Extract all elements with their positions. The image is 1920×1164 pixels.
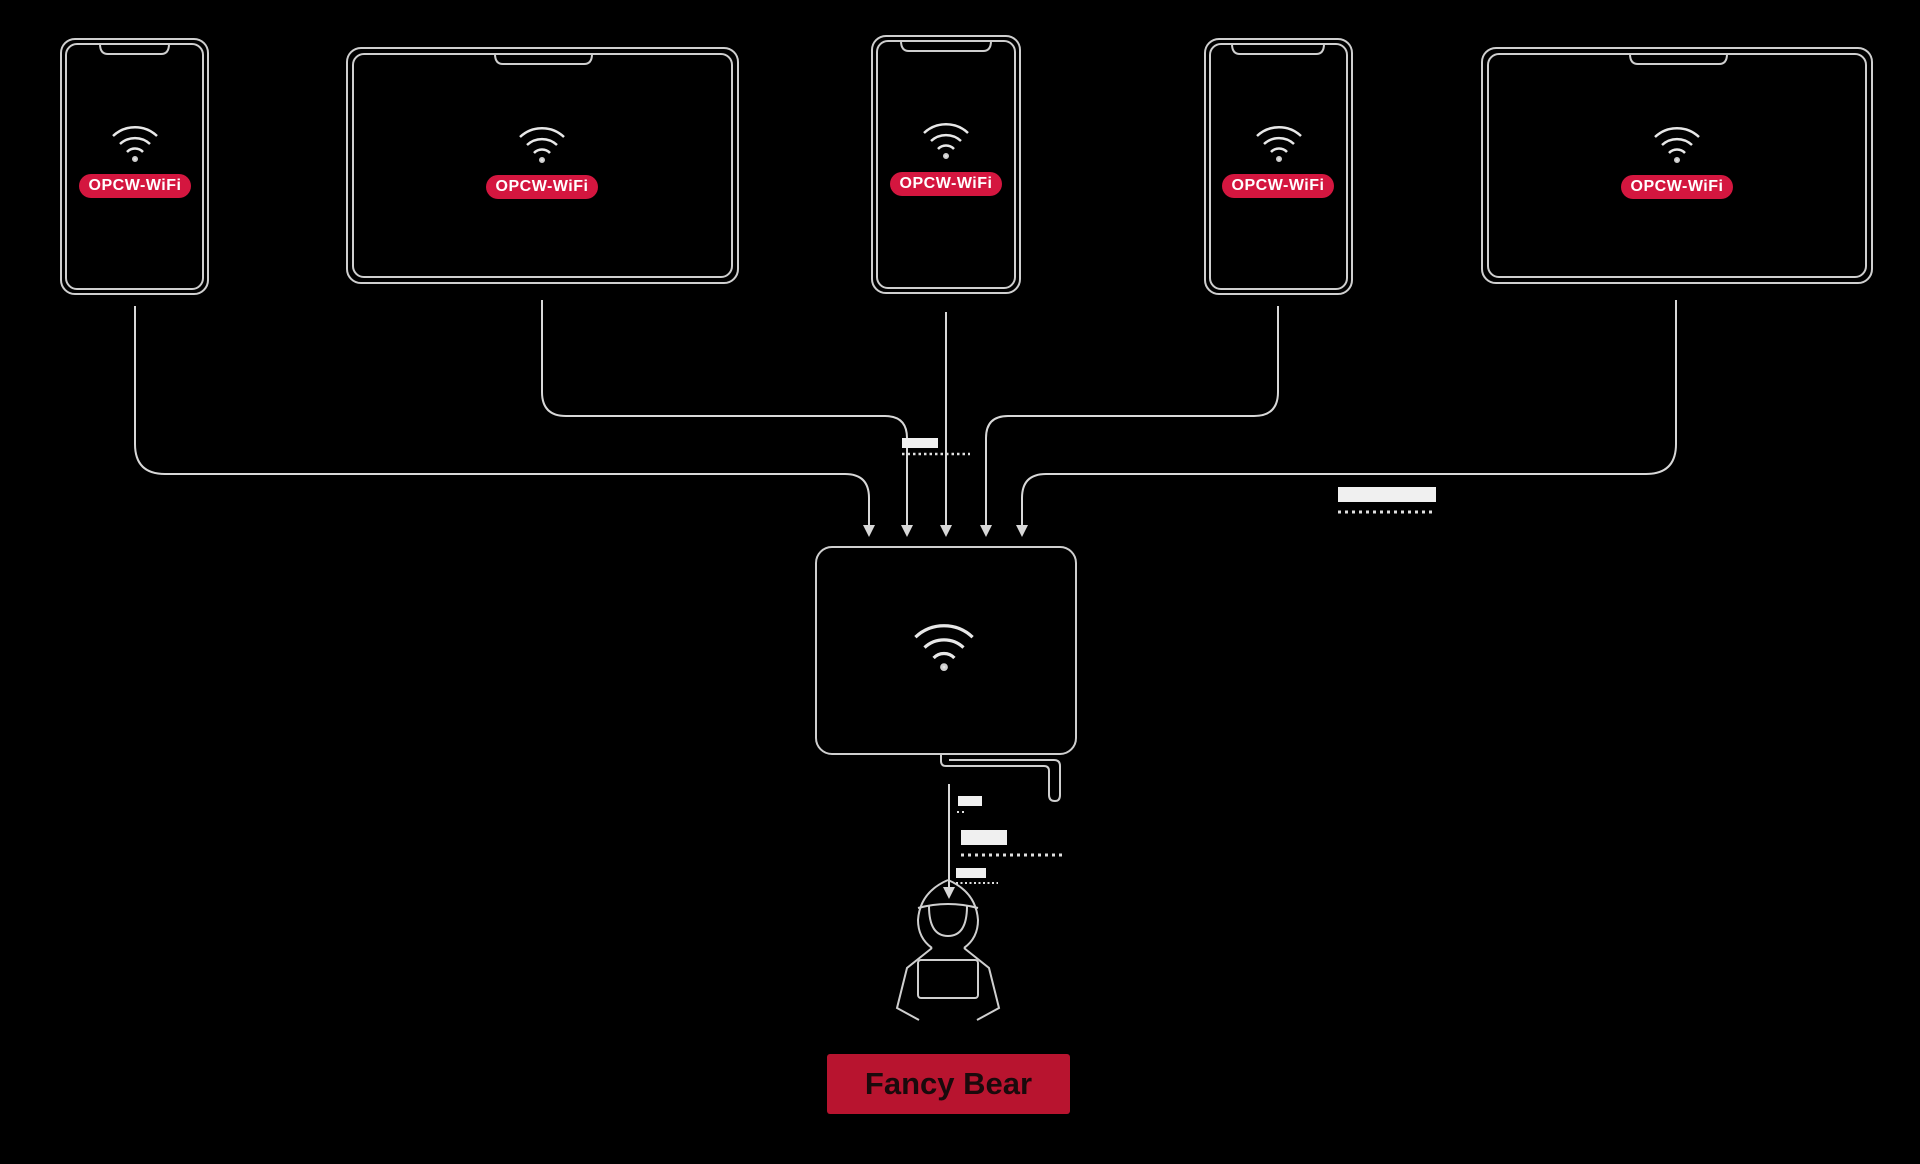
wifi-icon (518, 126, 566, 164)
network-label: OPCW-WiFi (1222, 174, 1334, 198)
device-laptop-1 (346, 47, 739, 284)
wifi-icon (922, 122, 970, 160)
network-label: OPCW-WiFi (486, 175, 598, 199)
device-phone-2 (871, 35, 1021, 294)
device-phone-1 (60, 38, 209, 295)
network-label: OPCW-WiFi (79, 174, 191, 198)
attacker-label: Fancy Bear (827, 1054, 1070, 1114)
connection-lines (134, 300, 1677, 537)
hooded-hacker-icon (895, 879, 1001, 1021)
network-label: OPCW-WiFi (1621, 175, 1733, 199)
data-packets (902, 438, 1436, 884)
wifi-icon (1255, 125, 1303, 163)
network-label: OPCW-WiFi (890, 172, 1002, 196)
wifi-icon (111, 125, 159, 163)
wifi-icon (913, 624, 975, 672)
wifi-router (815, 546, 1077, 803)
ethernet-cable (940, 754, 1061, 803)
device-laptop-2 (1481, 47, 1873, 284)
wifi-icon (1653, 126, 1701, 164)
device-phone-3 (1204, 38, 1353, 295)
